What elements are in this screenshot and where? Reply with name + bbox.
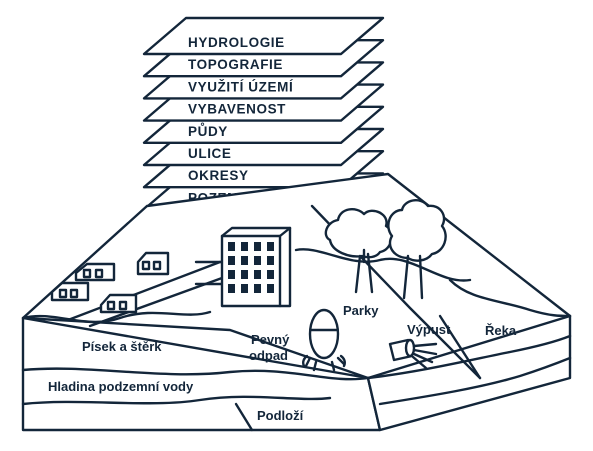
window (241, 284, 248, 293)
window (254, 256, 261, 265)
label-river: Řeka (485, 323, 517, 338)
house-3 (50, 281, 90, 302)
landfill-capsule (308, 308, 340, 360)
label-outlet: Výpust (407, 322, 451, 337)
tree-2 (387, 199, 447, 300)
label-parks: Parky (343, 303, 379, 318)
label-gravel: Písek a štěrk (82, 339, 162, 354)
window (241, 242, 248, 251)
window (228, 256, 235, 265)
layer-stack: POZEMKYOKRESYULICEPŮDYVYBAVENOSTVYUŽITÍ … (142, 16, 385, 211)
outlet-pipe (388, 338, 438, 370)
stratum-bedrock-top (21, 395, 332, 406)
layer-label: OKRESY (188, 168, 249, 183)
window (228, 270, 235, 279)
label-landfill-line1: Pevný (251, 332, 290, 347)
house-2 (136, 251, 170, 276)
stratum-groundwater-top (21, 367, 370, 381)
layer-label: TOPOGRAFIE (188, 57, 283, 72)
layer-label: VYUŽITÍ ÚZEMÍ (188, 79, 294, 94)
label-groundwater: Hladina podzemní vody (48, 379, 194, 394)
landfill (302, 308, 346, 372)
label-landfill-line2: odpad (249, 348, 288, 363)
stratum-crack (234, 402, 254, 432)
layer-label: PŮDY (188, 123, 228, 139)
park-trees (324, 199, 447, 300)
house-4 (99, 293, 138, 314)
window (267, 270, 274, 279)
terrain-right-face (366, 314, 572, 432)
layer-label: ULICE (188, 146, 232, 161)
label-bedrock: Podloží (257, 408, 304, 423)
window (241, 270, 248, 279)
window (267, 284, 274, 293)
layer-label: VYBAVENOST (188, 102, 286, 117)
stratum-right-2 (378, 356, 572, 406)
terrain-wave-right (294, 248, 472, 282)
houses (50, 251, 170, 314)
river-bank-right (448, 278, 572, 318)
ground-labels: Písek a štěrk Pevný odpad Parky Výpust Ř… (48, 303, 517, 423)
layer-plane (142, 16, 385, 56)
layer-1: HYDROLOGIE (142, 16, 385, 56)
road-edge-1 (66, 260, 222, 322)
window (241, 256, 248, 265)
window (254, 242, 261, 251)
window (254, 270, 261, 279)
stratum-right-1 (366, 334, 572, 380)
river-flow-line (438, 314, 482, 380)
tree-1 (324, 208, 393, 294)
house-1 (74, 262, 116, 282)
road-edge-2 (88, 276, 224, 328)
terrain-wave-top (21, 310, 212, 324)
window (228, 242, 235, 251)
apartment-building (220, 226, 292, 308)
building-windows (228, 242, 274, 293)
window (254, 284, 261, 293)
window (228, 284, 235, 293)
window (267, 242, 274, 251)
layer-label: HYDROLOGIE (188, 35, 285, 50)
window (267, 256, 274, 265)
